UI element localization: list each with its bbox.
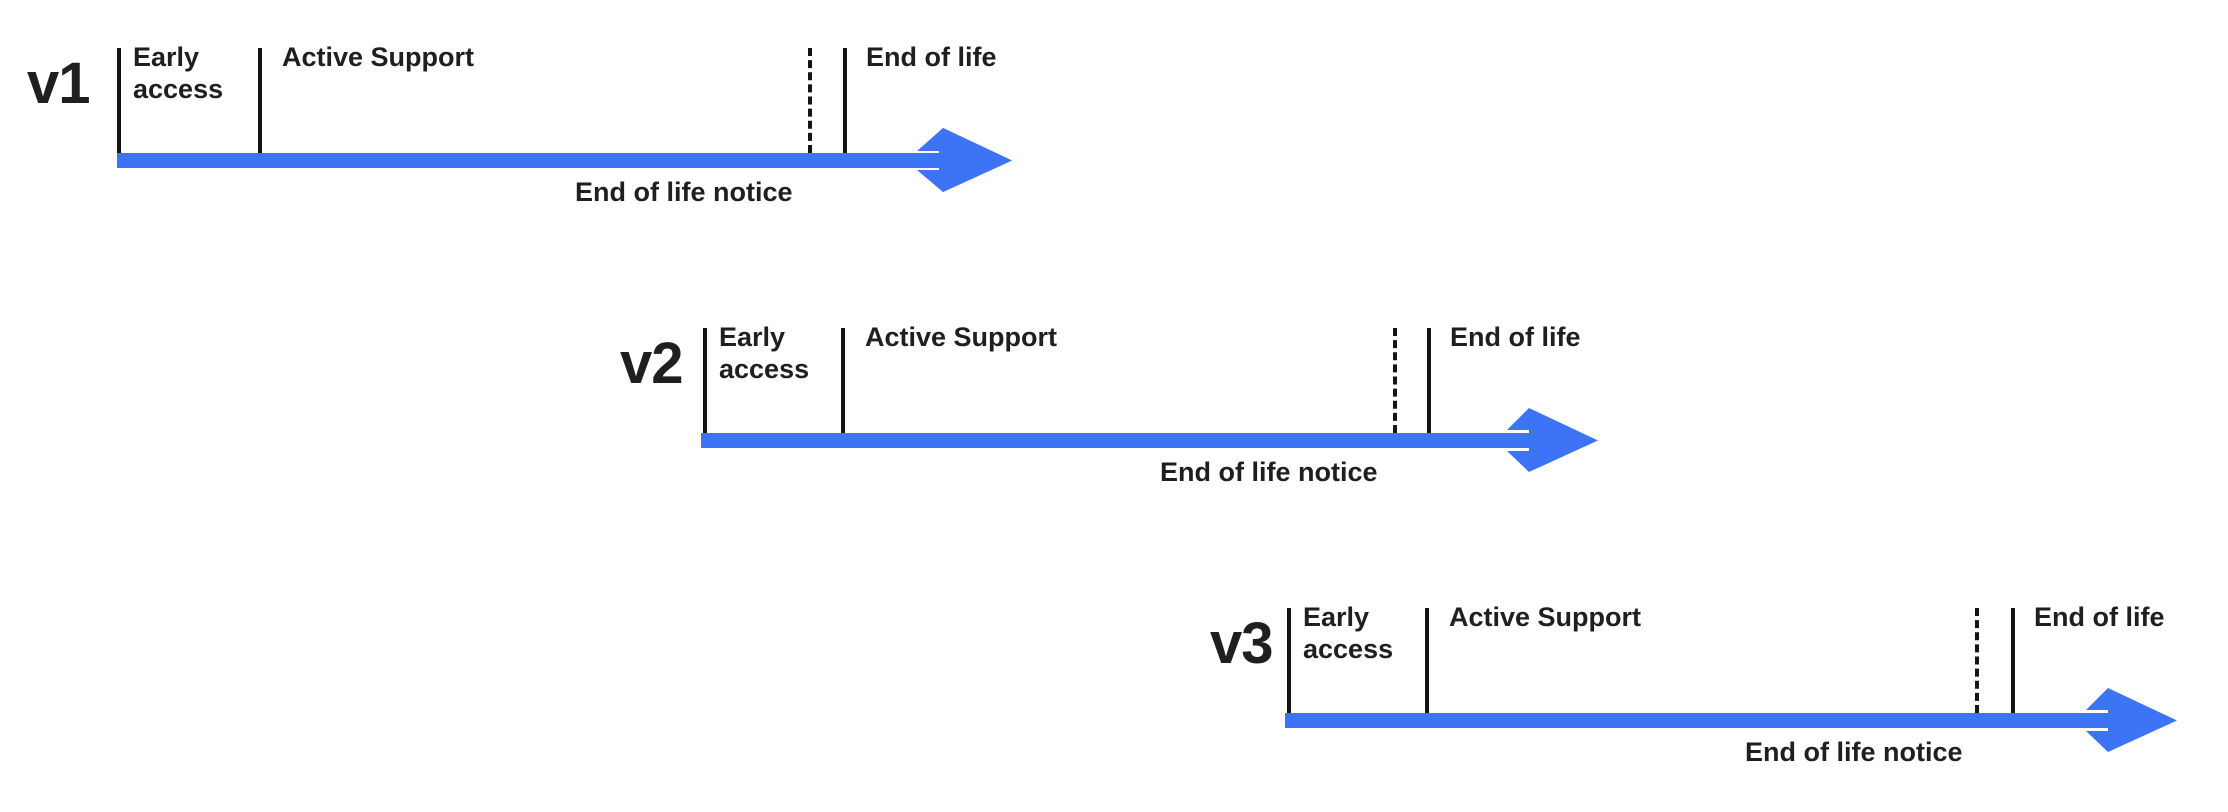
phase-label-end-of-life-v1: End of life [866,42,997,72]
tick-end-of-life-notice-v1 [808,48,812,153]
tick-active-support-start-v3 [1425,608,1429,713]
phase-label-end-of-life-v3: End of life [2034,602,2165,632]
tick-end-of-life-start-v3 [2011,608,2015,713]
notice-label-v2: End of life notice [1160,457,1378,487]
version-label-v1: v1 [27,51,91,116]
phase-label-active-support-v2: Active Support [865,322,1058,352]
tick-early-access-start-v1 [117,48,121,153]
tick-active-support-start-v1 [258,48,262,153]
tick-end-of-life-notice-v2 [1393,328,1397,433]
timeline-arrow-v2 [701,408,1598,472]
notice-label-v1: End of life notice [575,177,793,207]
timeline-arrow-v3 [1285,688,2177,752]
tick-active-support-start-v2 [841,328,845,433]
notice-label-v3: End of life notice [1745,737,1963,767]
tick-end-of-life-start-v2 [1427,328,1431,433]
tick-early-access-start-v2 [703,328,707,433]
phase-label-end-of-life-v2: End of life [1450,322,1581,352]
phase-label-early-access-v1: Early access [133,42,224,104]
phase-label-early-access-v3: Early access [1303,602,1394,664]
phase-label-active-support-v3: Active Support [1449,602,1642,632]
version-label-v2: v2 [620,331,684,396]
tick-end-of-life-start-v1 [843,48,847,153]
phase-label-early-access-v2: Early access [719,322,810,384]
version-label-v3: v3 [1210,611,1274,676]
timeline-arrow-v1 [117,128,1012,192]
tick-early-access-start-v3 [1287,608,1291,713]
tick-end-of-life-notice-v3 [1975,608,1979,713]
phase-label-active-support-v1: Active Support [282,42,475,72]
